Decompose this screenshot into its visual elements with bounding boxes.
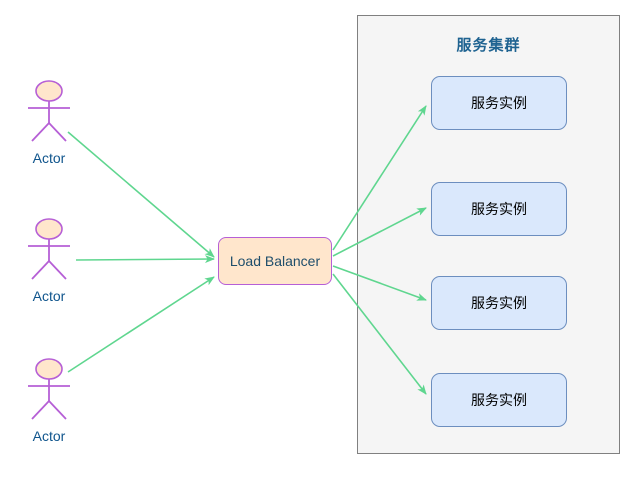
load-balancer-label: Load Balancer: [229, 253, 321, 269]
service-instance-node-3[interactable]: 服务实例: [431, 276, 567, 330]
actor-label: Actor: [32, 428, 66, 444]
service-cluster-title: 服务集群: [456, 37, 521, 54]
actor-node-2[interactable]: Actor: [14, 216, 84, 312]
actor-label: Actor: [32, 150, 66, 166]
service-instance-label: 服务实例: [471, 95, 527, 111]
actor-stick-figure-icon: [28, 218, 70, 280]
edge-load-balancer-to-service-3[interactable]: [332, 265, 427, 301]
actor-label: Actor: [32, 288, 66, 304]
actor-stick-figure-icon: [28, 358, 70, 420]
actor-node-3[interactable]: Actor: [14, 356, 84, 452]
service-instance-node-1[interactable]: 服务实例: [431, 76, 567, 130]
actor-stick-figure-icon: [28, 80, 70, 142]
service-instance-node-4[interactable]: 服务实例: [431, 373, 567, 427]
load-balancer-node[interactable]: Load Balancer: [218, 237, 332, 285]
service-instance-label: 服务实例: [471, 392, 527, 408]
edge-load-balancer-to-service-4[interactable]: [332, 273, 427, 395]
edge-actor-1-to-load-balancer[interactable]: [67, 131, 215, 258]
edge-actor-3-to-load-balancer[interactable]: [67, 276, 215, 373]
edge-load-balancer-to-service-2[interactable]: [332, 207, 427, 257]
service-instance-label: 服务实例: [471, 295, 527, 311]
edge-actor-2-to-load-balancer[interactable]: [75, 255, 215, 264]
edge-load-balancer-to-service-1[interactable]: [332, 105, 427, 251]
service-instance-label: 服务实例: [471, 201, 527, 217]
actor-node-1[interactable]: Actor: [14, 78, 84, 174]
service-instance-node-2[interactable]: 服务实例: [431, 182, 567, 236]
